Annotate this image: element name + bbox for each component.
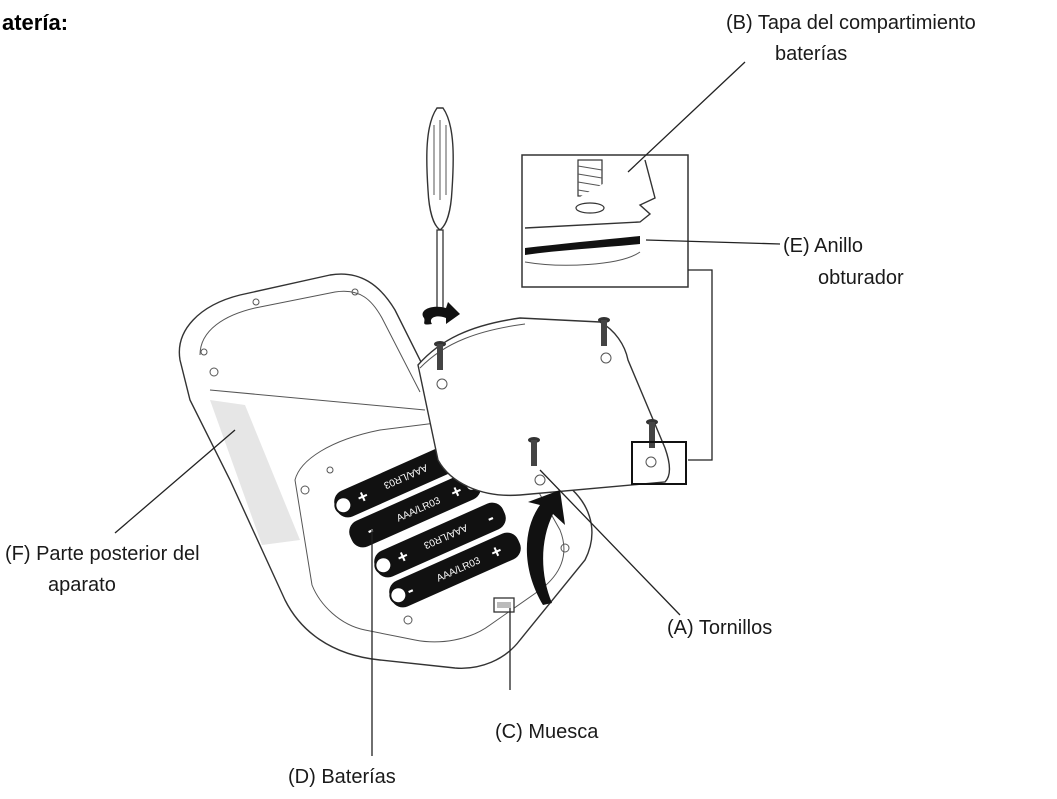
screw-4 <box>528 437 540 466</box>
leader-lines <box>114 61 781 756</box>
screw-1 <box>434 341 446 370</box>
label-b-line1: (B) Tapa del compartimiento <box>726 12 976 34</box>
screw-3 <box>646 419 658 448</box>
screw-2 <box>598 317 610 346</box>
battery-cover <box>417 317 671 497</box>
label-a: (A) Tornillos <box>667 617 772 639</box>
screws <box>434 317 658 466</box>
batteries: + AAA/LR03 - - AAA/LR03 + + AAA/LR03 - -… <box>334 442 521 608</box>
label-d: (D) Baterías <box>288 766 396 788</box>
detail-inset <box>521 154 713 485</box>
label-f-line1: (F) Parte posterior del <box>5 543 200 565</box>
rotate-arrow-icon <box>422 302 460 325</box>
lift-arrow-icon <box>526 490 565 605</box>
section-heading: atería: <box>2 10 68 35</box>
label-e-line1: (E) Anillo <box>783 235 863 257</box>
label-f-line2: aparato <box>48 574 116 596</box>
label-b-line2: baterías <box>775 43 847 65</box>
label-e-line2: obturador <box>818 267 904 289</box>
label-c: (C) Muesca <box>495 721 599 743</box>
screwdriver-icon <box>426 107 454 311</box>
battery-2: - AAA/LR03 + <box>349 472 481 548</box>
